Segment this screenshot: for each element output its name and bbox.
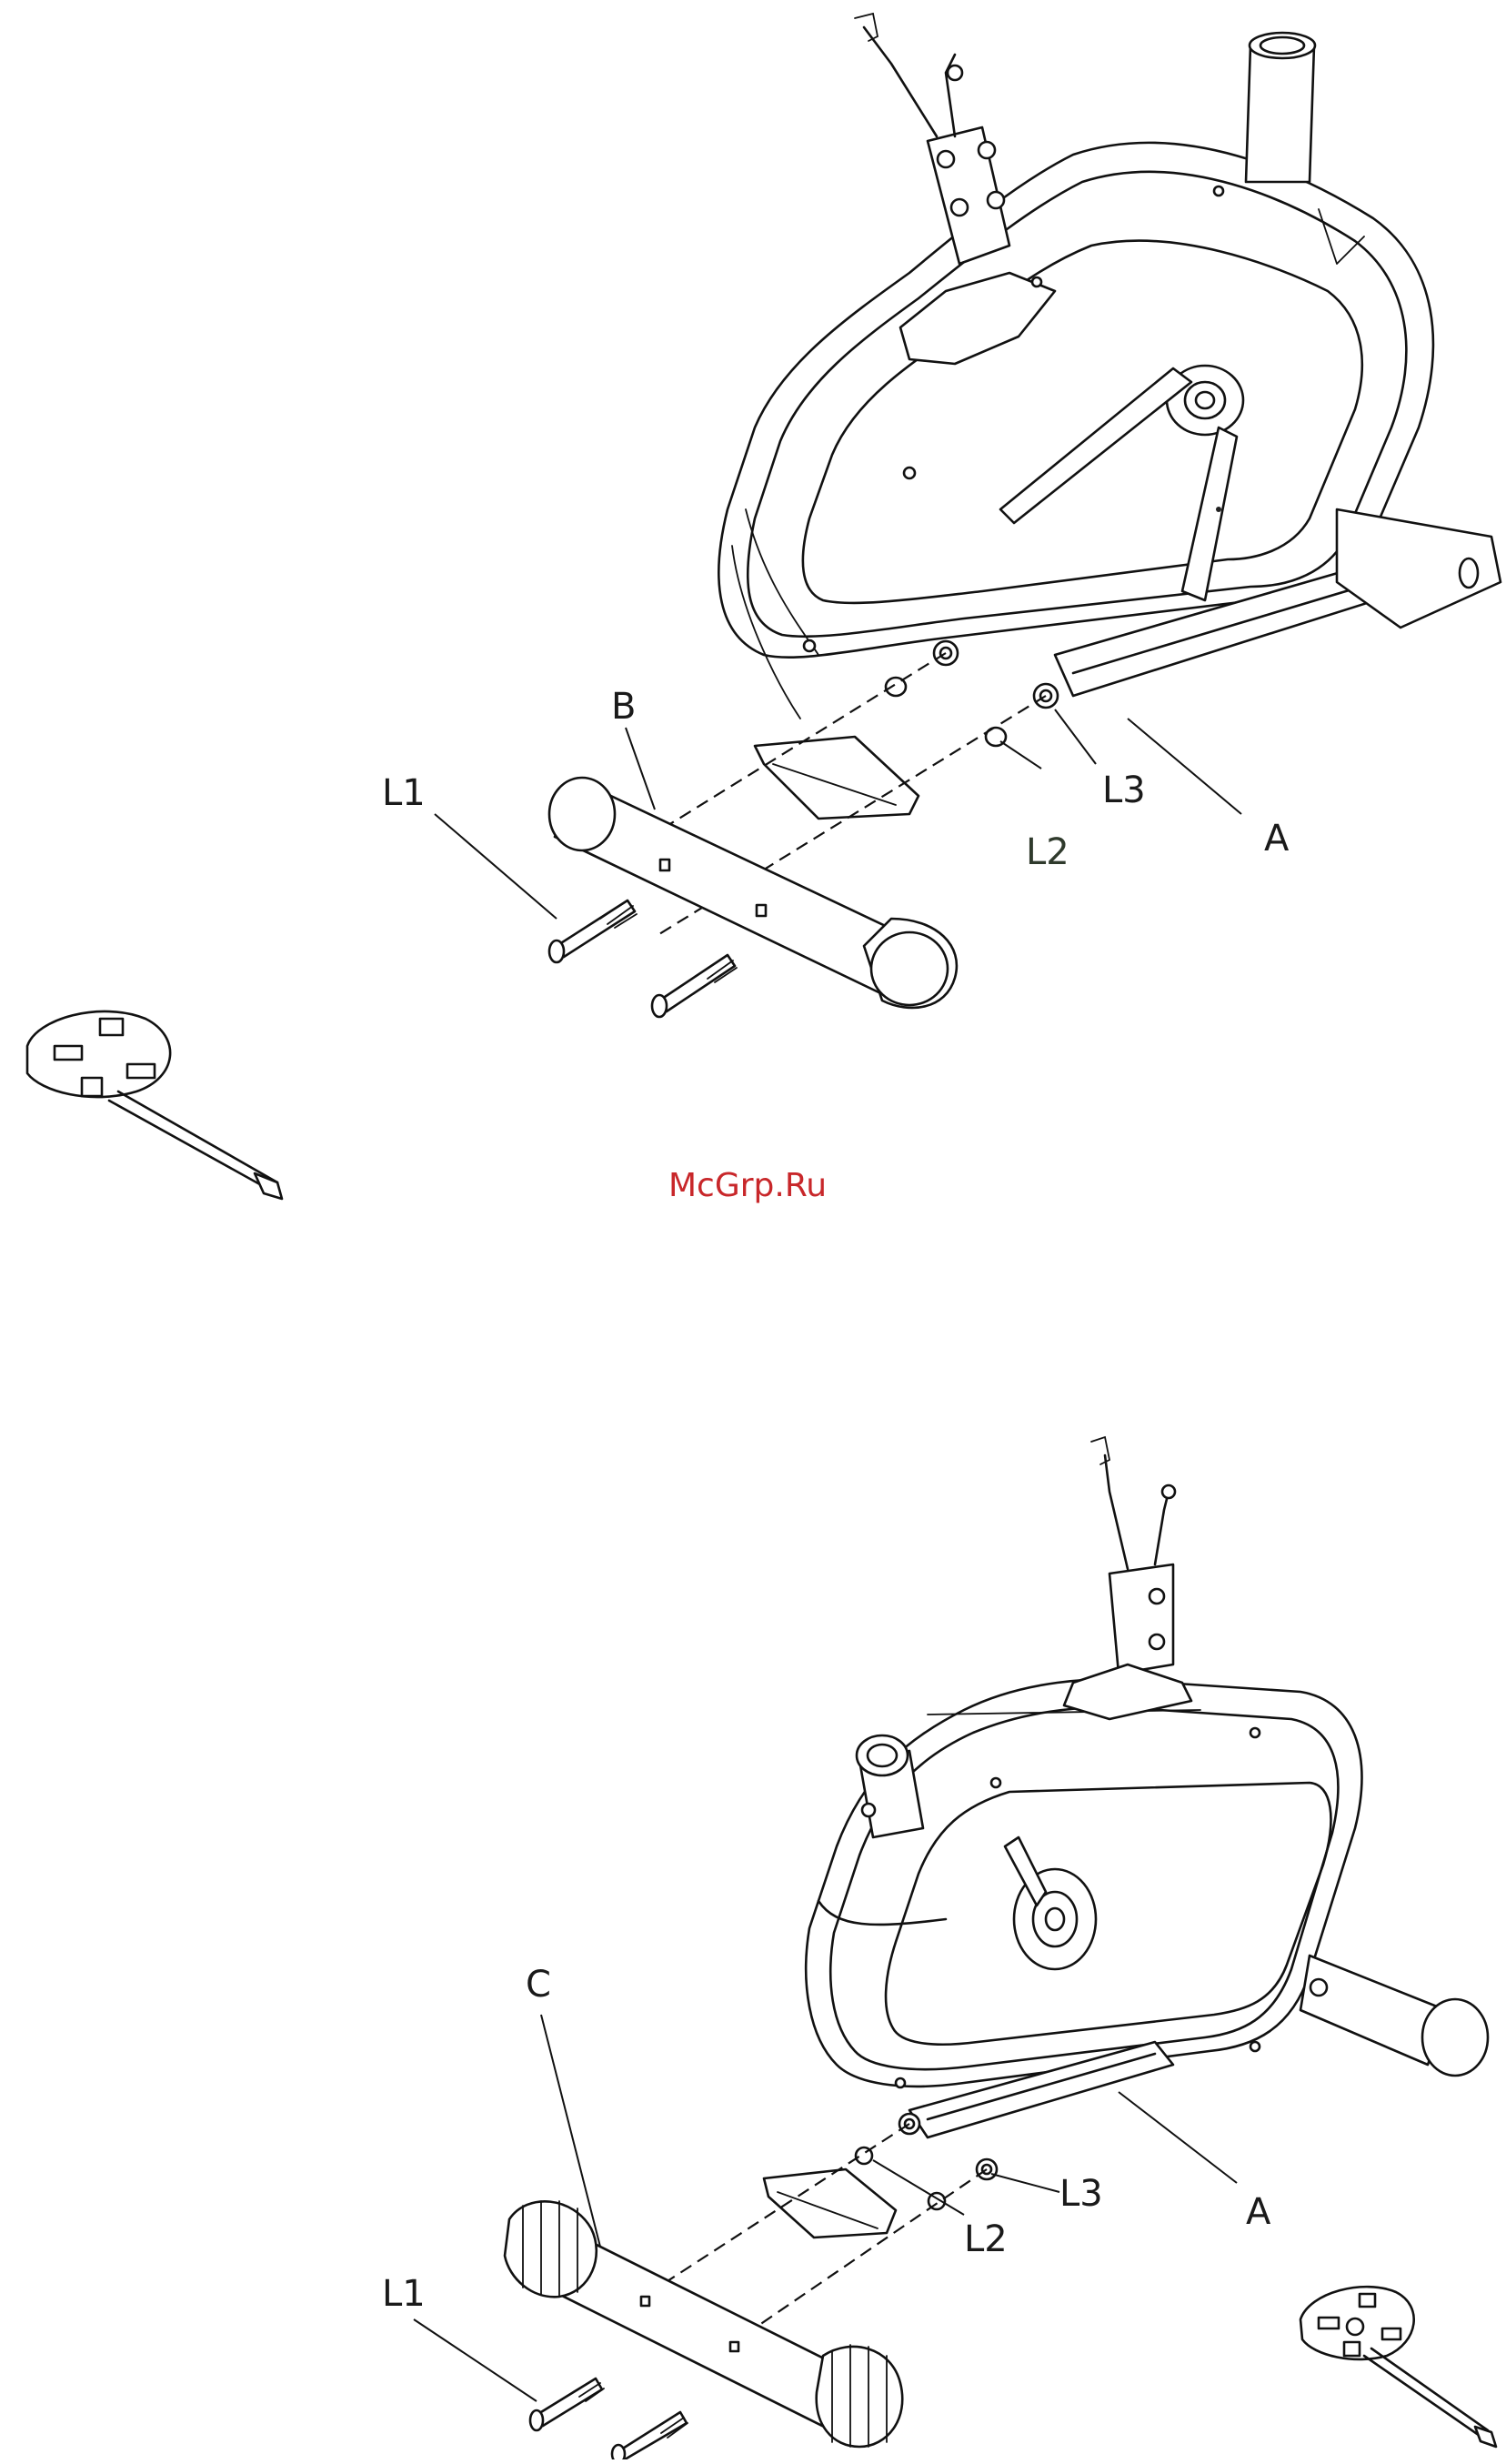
label-bolt-L1-bottom: L1: [382, 2273, 426, 2315]
label-frame-A-top: A: [1264, 818, 1290, 860]
label-washer-L2-top: L2: [1026, 831, 1069, 873]
label-frame-A-bottom: A: [1246, 2191, 1271, 2233]
bolts-top: [549, 900, 737, 1017]
watermark-text: McGrp.Ru: [668, 1167, 827, 1204]
label-nut-L3-bottom: L3: [1059, 2173, 1103, 2215]
nut-washer-set-top: [886, 641, 1058, 746]
label-stabilizer-C: C: [526, 1964, 551, 2006]
label-nut-L3-top: L3: [1102, 769, 1146, 811]
label-washer-L2-bottom: L2: [964, 2218, 1008, 2260]
wrench-tool-icon-bottom: [1300, 2287, 1496, 2447]
figure-top-front-stabilizer: L1 B L2 L3 A: [382, 14, 1501, 1017]
mounting-bracket-top: [755, 737, 919, 819]
bike-frame-bottom: [806, 1437, 1488, 2137]
bike-frame-top: [718, 14, 1501, 719]
bolts-bottom: [530, 2379, 688, 2459]
label-stabilizer-B: B: [611, 686, 636, 728]
label-bolt-L1-top: L1: [382, 772, 426, 814]
wrench-tool-icon-top: [27, 1011, 282, 1199]
